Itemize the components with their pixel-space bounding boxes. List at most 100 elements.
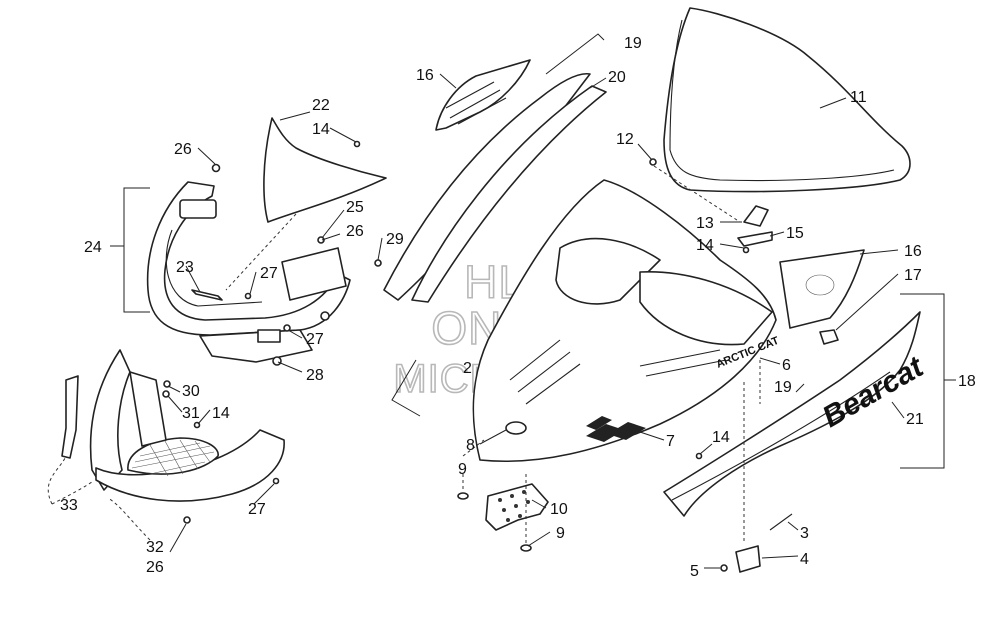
callout-21: 21 xyxy=(906,411,924,428)
callout-30: 30 xyxy=(182,383,200,400)
callout-16: 16 xyxy=(416,67,434,84)
plate-part-25 xyxy=(281,247,347,301)
callout-26: 26 xyxy=(146,559,164,576)
washer-icon-27-b xyxy=(283,324,291,332)
callout-11: 11 xyxy=(850,89,867,106)
nut-icon-29 xyxy=(374,259,382,267)
callout-25: 25 xyxy=(346,199,364,216)
leader-lines xyxy=(47,73,905,569)
screw-icon-14-c xyxy=(695,452,703,460)
bracket-24 xyxy=(123,187,150,313)
callout-7: 7 xyxy=(666,433,675,450)
screw-icon-26-a xyxy=(211,163,221,173)
hood-group: ARCTIC CAT xyxy=(383,59,781,552)
callout-9: 9 xyxy=(458,461,467,478)
side-panel-part-18 xyxy=(663,311,921,517)
deflector-part-22 xyxy=(263,117,387,223)
vent-mesh xyxy=(805,274,835,296)
callout-19: 19 xyxy=(774,379,792,396)
callout-27: 27 xyxy=(248,501,266,518)
nut-icon-5 xyxy=(720,564,728,572)
screw-icon-27-a xyxy=(244,292,252,300)
washer-icon-28 xyxy=(272,356,282,366)
decal-part-7 xyxy=(586,416,646,442)
callout-31: 31 xyxy=(182,405,200,422)
callout-26: 26 xyxy=(346,223,364,240)
bracket-18 xyxy=(900,293,945,469)
callout-14: 14 xyxy=(312,121,330,138)
rail-strip-part-20 xyxy=(411,85,607,303)
washer-icon-31 xyxy=(162,390,170,398)
callout-24: 24 xyxy=(84,239,102,256)
grommet-icon-12 xyxy=(649,158,657,166)
callout-8: 8 xyxy=(466,437,475,454)
callout-14: 14 xyxy=(696,237,714,254)
bracket-2 xyxy=(391,359,421,417)
callout-14: 14 xyxy=(212,405,230,422)
badge-part-8 xyxy=(505,421,527,435)
clip-part-17 xyxy=(819,329,839,345)
callout-20: 20 xyxy=(608,69,626,86)
callout-4: 4 xyxy=(800,551,809,568)
windshield-group xyxy=(649,7,911,254)
callout-26: 26 xyxy=(174,141,192,158)
callout-17: 17 xyxy=(904,267,922,284)
grille-mesh-pattern xyxy=(131,439,215,477)
callout-33: 33 xyxy=(60,497,78,514)
callout-5: 5 xyxy=(690,563,699,580)
vent-slats-top xyxy=(445,81,507,125)
hood-vent-left xyxy=(509,339,581,405)
bracket-inner-edge xyxy=(165,229,263,307)
callout-16: 16 xyxy=(904,243,922,260)
bracket-19 xyxy=(545,33,605,75)
callout-10: 10 xyxy=(550,501,568,518)
tray-clip xyxy=(257,329,281,343)
callout-29: 29 xyxy=(386,231,404,248)
screw-icon-26-b xyxy=(317,236,325,244)
side-shield xyxy=(89,349,131,491)
callout-3: 3 xyxy=(800,525,809,542)
callout-2: 2 xyxy=(463,360,472,377)
tab-part-23 xyxy=(191,289,223,301)
bracket-part-13 xyxy=(743,205,769,227)
callout-19: 19 xyxy=(624,35,642,52)
callout-15: 15 xyxy=(786,225,804,242)
screw-icon-14-a xyxy=(353,140,361,148)
callout-18: 18 xyxy=(958,373,976,390)
lower-tray-part-28 xyxy=(199,329,313,363)
bracket-part-15 xyxy=(737,231,773,247)
belly-pan-part-32 xyxy=(95,429,285,502)
left-fascia-group xyxy=(110,117,387,366)
callout-6: 6 xyxy=(782,357,791,374)
bracket-part-4 xyxy=(735,545,761,573)
vent-part-16-right xyxy=(779,249,865,329)
trim-strip-part-33 xyxy=(61,375,79,459)
nut-icon-9-b xyxy=(520,544,532,552)
callout-9: 9 xyxy=(556,525,565,542)
windshield-part-11 xyxy=(663,7,911,193)
hood-side-pod-right xyxy=(639,270,773,346)
callouts: 22 14 26 25 26 29 24 23 27 27 28 30 31 1… xyxy=(60,35,976,580)
callout-28: 28 xyxy=(306,367,324,384)
screw-icon-30 xyxy=(163,380,171,388)
screw-icon-27-c xyxy=(272,477,280,485)
skid-plate-holes xyxy=(498,490,530,522)
windshield-inner-edge xyxy=(669,19,895,182)
callout-27: 27 xyxy=(260,265,278,282)
nut-icon-9-a xyxy=(457,492,469,500)
callout-22: 22 xyxy=(312,97,330,114)
bracket-tab xyxy=(179,199,217,219)
callout-13: 13 xyxy=(696,215,714,232)
screw-icon-14-d xyxy=(742,246,750,254)
side-panel-edge xyxy=(671,371,891,501)
callout-14: 14 xyxy=(712,429,730,446)
bolt-part-3 xyxy=(769,513,793,531)
callout-23: 23 xyxy=(176,259,194,276)
callout-32: 32 xyxy=(146,539,164,556)
inner-rib-panel xyxy=(129,371,167,447)
belly-pan-group xyxy=(61,349,285,524)
hood-vent-right xyxy=(639,349,727,377)
callout-12: 12 xyxy=(616,131,634,148)
hood-body-part-2 xyxy=(472,179,777,463)
